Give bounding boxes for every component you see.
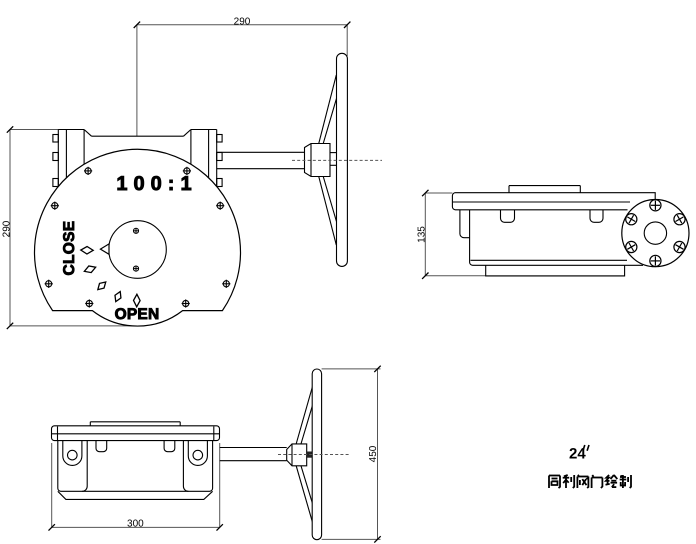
svg-text:135: 135 bbox=[416, 226, 427, 243]
svg-text:300: 300 bbox=[127, 519, 144, 530]
svg-text:100:1: 100:1 bbox=[116, 173, 197, 195]
svg-text:OPEN: OPEN bbox=[115, 306, 160, 323]
svg-text:450: 450 bbox=[368, 445, 379, 462]
svg-text:290: 290 bbox=[1, 220, 12, 237]
svg-text:24: 24 bbox=[569, 446, 586, 463]
svg-text:CLOSE: CLOSE bbox=[61, 221, 78, 276]
svg-text:290: 290 bbox=[234, 17, 251, 28]
